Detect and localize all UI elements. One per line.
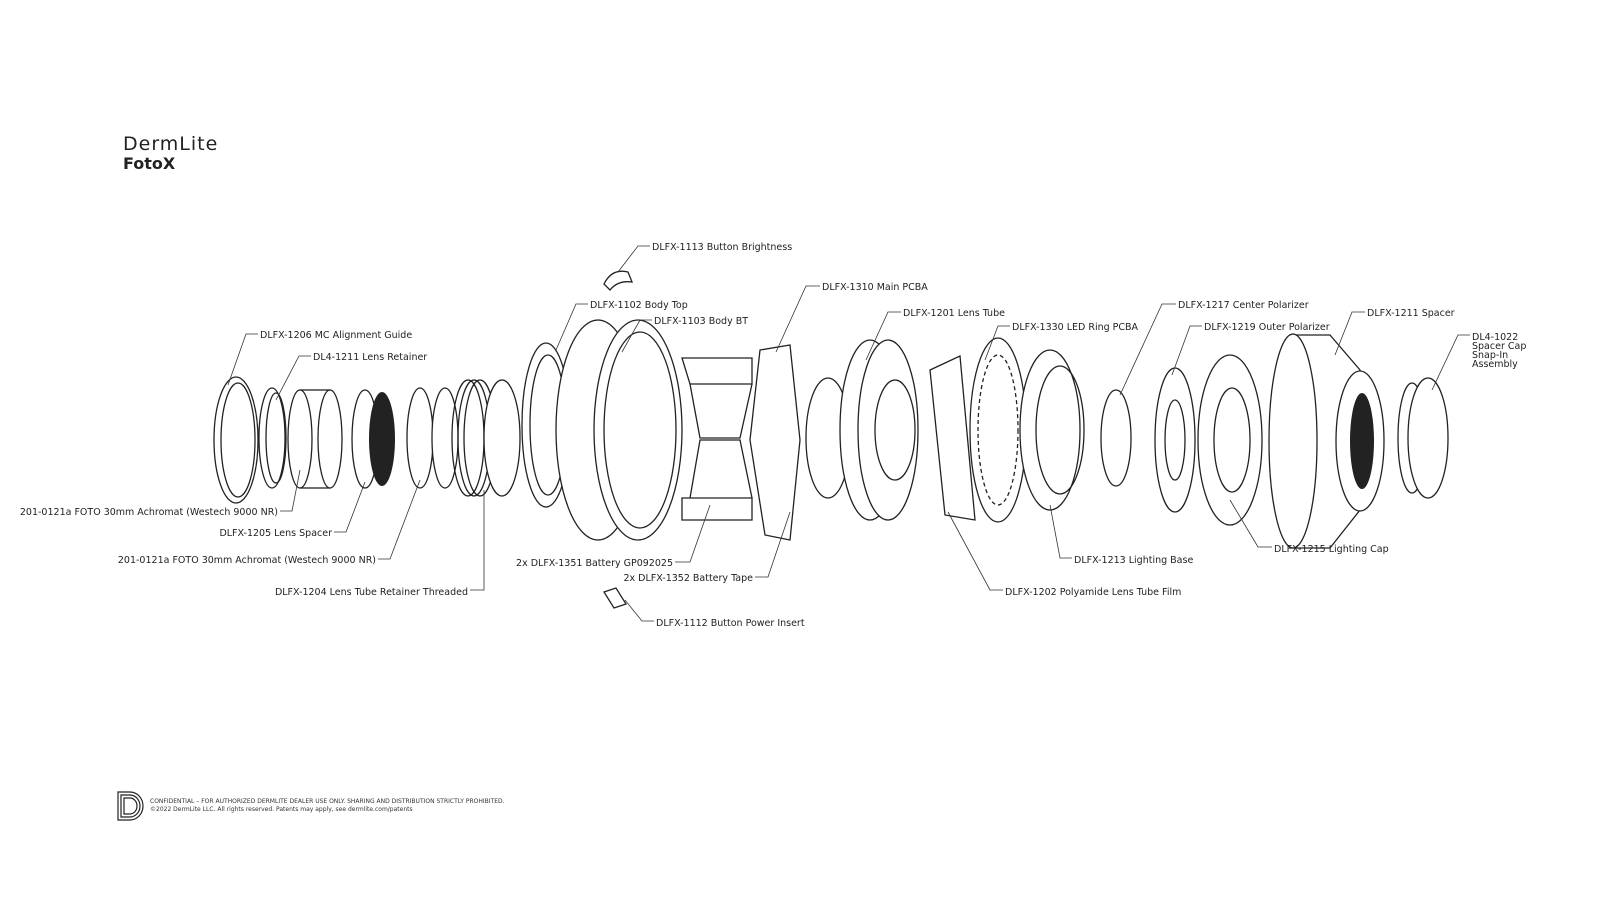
- label-achromat-1: 201-0121a FOTO 30mm Achromat (Westech 90…: [20, 507, 278, 518]
- part-lighting-cap: [1197, 354, 1263, 526]
- footer-confidential: CONFIDENTIAL – FOR AUTHORIZED DERMLITE D…: [150, 798, 505, 805]
- label-main-pcba: DLFX-1310 Main PCBA: [822, 282, 928, 293]
- label-lighting-cap: DLFX-1215 Lighting Cap: [1274, 544, 1389, 555]
- part-outer-polarizer: [1154, 367, 1196, 513]
- company-name: DermLite: [123, 133, 219, 155]
- label-achromat-2: 201-0121a FOTO 30mm Achromat (Westech 90…: [118, 555, 376, 566]
- part-led-ring: [969, 337, 1027, 523]
- label-spacer-cap-1: DL4-1022: [1472, 332, 1518, 343]
- label-outer-polarizer: DLFX-1219 Outer Polarizer: [1204, 322, 1330, 333]
- dermlite-d-logo-icon: [117, 791, 144, 821]
- leader-lines: [227, 245, 1470, 622]
- label-lighting-base: DLFX-1213 Lighting Base: [1074, 555, 1193, 566]
- label-body-top: DLFX-1102 Body Top: [590, 300, 688, 311]
- part-lens-tube-film: [929, 355, 976, 521]
- part-button-brightness: [603, 270, 634, 291]
- part-achromat-1: [287, 389, 343, 489]
- part-main-pcba: [749, 344, 801, 541]
- part-lighting-base: [1019, 349, 1085, 511]
- part-alignment-guide: [213, 376, 259, 504]
- part-lens-spacer: [351, 389, 395, 489]
- label-lens-spacer: DLFX-1205 Lens Spacer: [219, 528, 332, 539]
- footer: CONFIDENTIAL – FOR AUTHORIZED DERMLITE D…: [150, 798, 505, 814]
- footer-copyright: ©2022 DermLite LLC. All rights reserved.…: [150, 806, 413, 813]
- part-lens-tube: [805, 339, 919, 521]
- label-body-bt: DLFX-1103 Body BT: [654, 316, 748, 327]
- product-name: FotoX: [123, 154, 176, 173]
- label-lens-retainer: DL4-1211 Lens Retainer: [313, 352, 427, 363]
- part-achromat-2: [406, 387, 459, 489]
- label-spacer: DLFX-1211 Spacer: [1367, 308, 1455, 319]
- label-led-ring: DLFX-1330 LED Ring PCBA: [1012, 322, 1139, 333]
- part-spacer: [1268, 333, 1385, 549]
- part-retainer-threaded: [451, 379, 521, 497]
- part-battery: [681, 357, 753, 521]
- label-spacer-cap-4: Assembly: [1472, 359, 1518, 370]
- part-center-polarizer: [1100, 389, 1132, 487]
- label-lens-tube-film: DLFX-1202 Polyamide Lens Tube Film: [1005, 587, 1181, 598]
- part-body-bt: [555, 319, 683, 541]
- label-battery: 2x DLFX-1351 Battery GP092025: [516, 558, 673, 569]
- label-button-brightness: DLFX-1113 Button Brightness: [652, 242, 792, 253]
- label-spacer-cap-2: Spacer Cap: [1472, 341, 1526, 352]
- label-battery-tape: 2x DLFX-1352 Battery Tape: [623, 573, 753, 584]
- part-button-power: [603, 587, 627, 609]
- brand-logo: DermLite FotoX: [123, 134, 218, 174]
- label-retainer-threaded: DLFX-1204 Lens Tube Retainer Threaded: [275, 587, 468, 598]
- label-alignment-guide: DLFX-1206 MC Alignment Guide: [260, 330, 412, 341]
- part-spacer-cap: [1397, 377, 1449, 499]
- label-button-power: DLFX-1112 Button Power Insert: [656, 618, 805, 629]
- label-center-polarizer: DLFX-1217 Center Polarizer: [1178, 300, 1309, 311]
- part-lens-retainer: [258, 387, 287, 489]
- label-lens-tube: DLFX-1201 Lens Tube: [903, 308, 1005, 319]
- label-spacer-cap-3: Snap-In: [1472, 350, 1508, 361]
